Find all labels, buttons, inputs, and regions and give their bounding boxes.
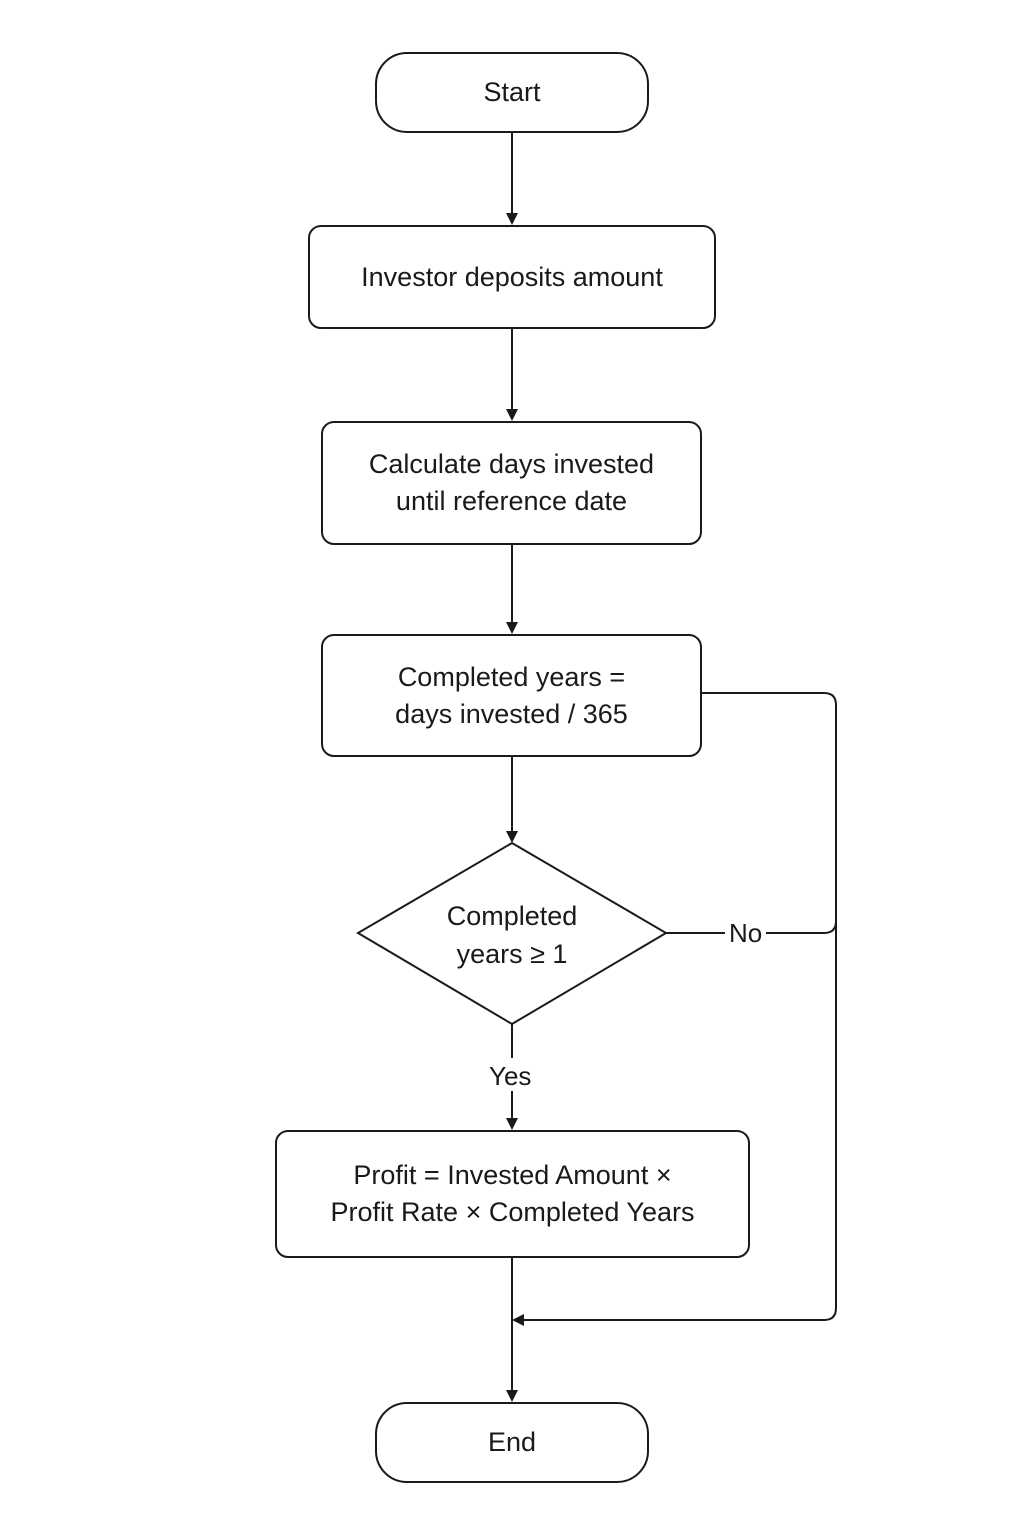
calc-days-node: Calculate days invested until reference …: [321, 421, 702, 545]
deposit-label: Investor deposits amount: [361, 261, 663, 292]
no-branch-label: No: [725, 918, 767, 948]
profit-line2: Profit Rate × Completed Years: [330, 1197, 695, 1227]
calc-days-line1: Calculate days invested: [368, 449, 655, 479]
deposit-node: Investor deposits amount: [308, 225, 716, 329]
calc-days-line2: until reference date: [395, 486, 628, 516]
start-label: Start: [483, 77, 541, 107]
connector-decision-no-branch: [666, 920, 837, 934]
profit-line1: Profit = Invested Amount ×: [353, 1160, 672, 1190]
decision-diamond: [356, 841, 668, 1026]
completed-years-line2: days invested / 365: [395, 698, 628, 729]
start-node: Start: [375, 52, 649, 133]
yes-branch-label: Yes: [485, 1061, 536, 1091]
decision-label: Completed years ≥ 1: [392, 895, 632, 975]
completed-years-line1: Completed years =: [397, 661, 626, 692]
profit-node: Profit = Invested Amount × Profit Rate ×…: [275, 1130, 750, 1258]
end-label: End: [487, 1427, 537, 1457]
decision-line2: years ≥ 1: [456, 939, 568, 969]
end-node: End: [375, 1402, 649, 1483]
decision-line1: Completed: [446, 901, 578, 931]
completed-years-node: Completed years = days invested / 365: [321, 634, 702, 757]
connector-years-right-branch: [512, 692, 837, 1326]
